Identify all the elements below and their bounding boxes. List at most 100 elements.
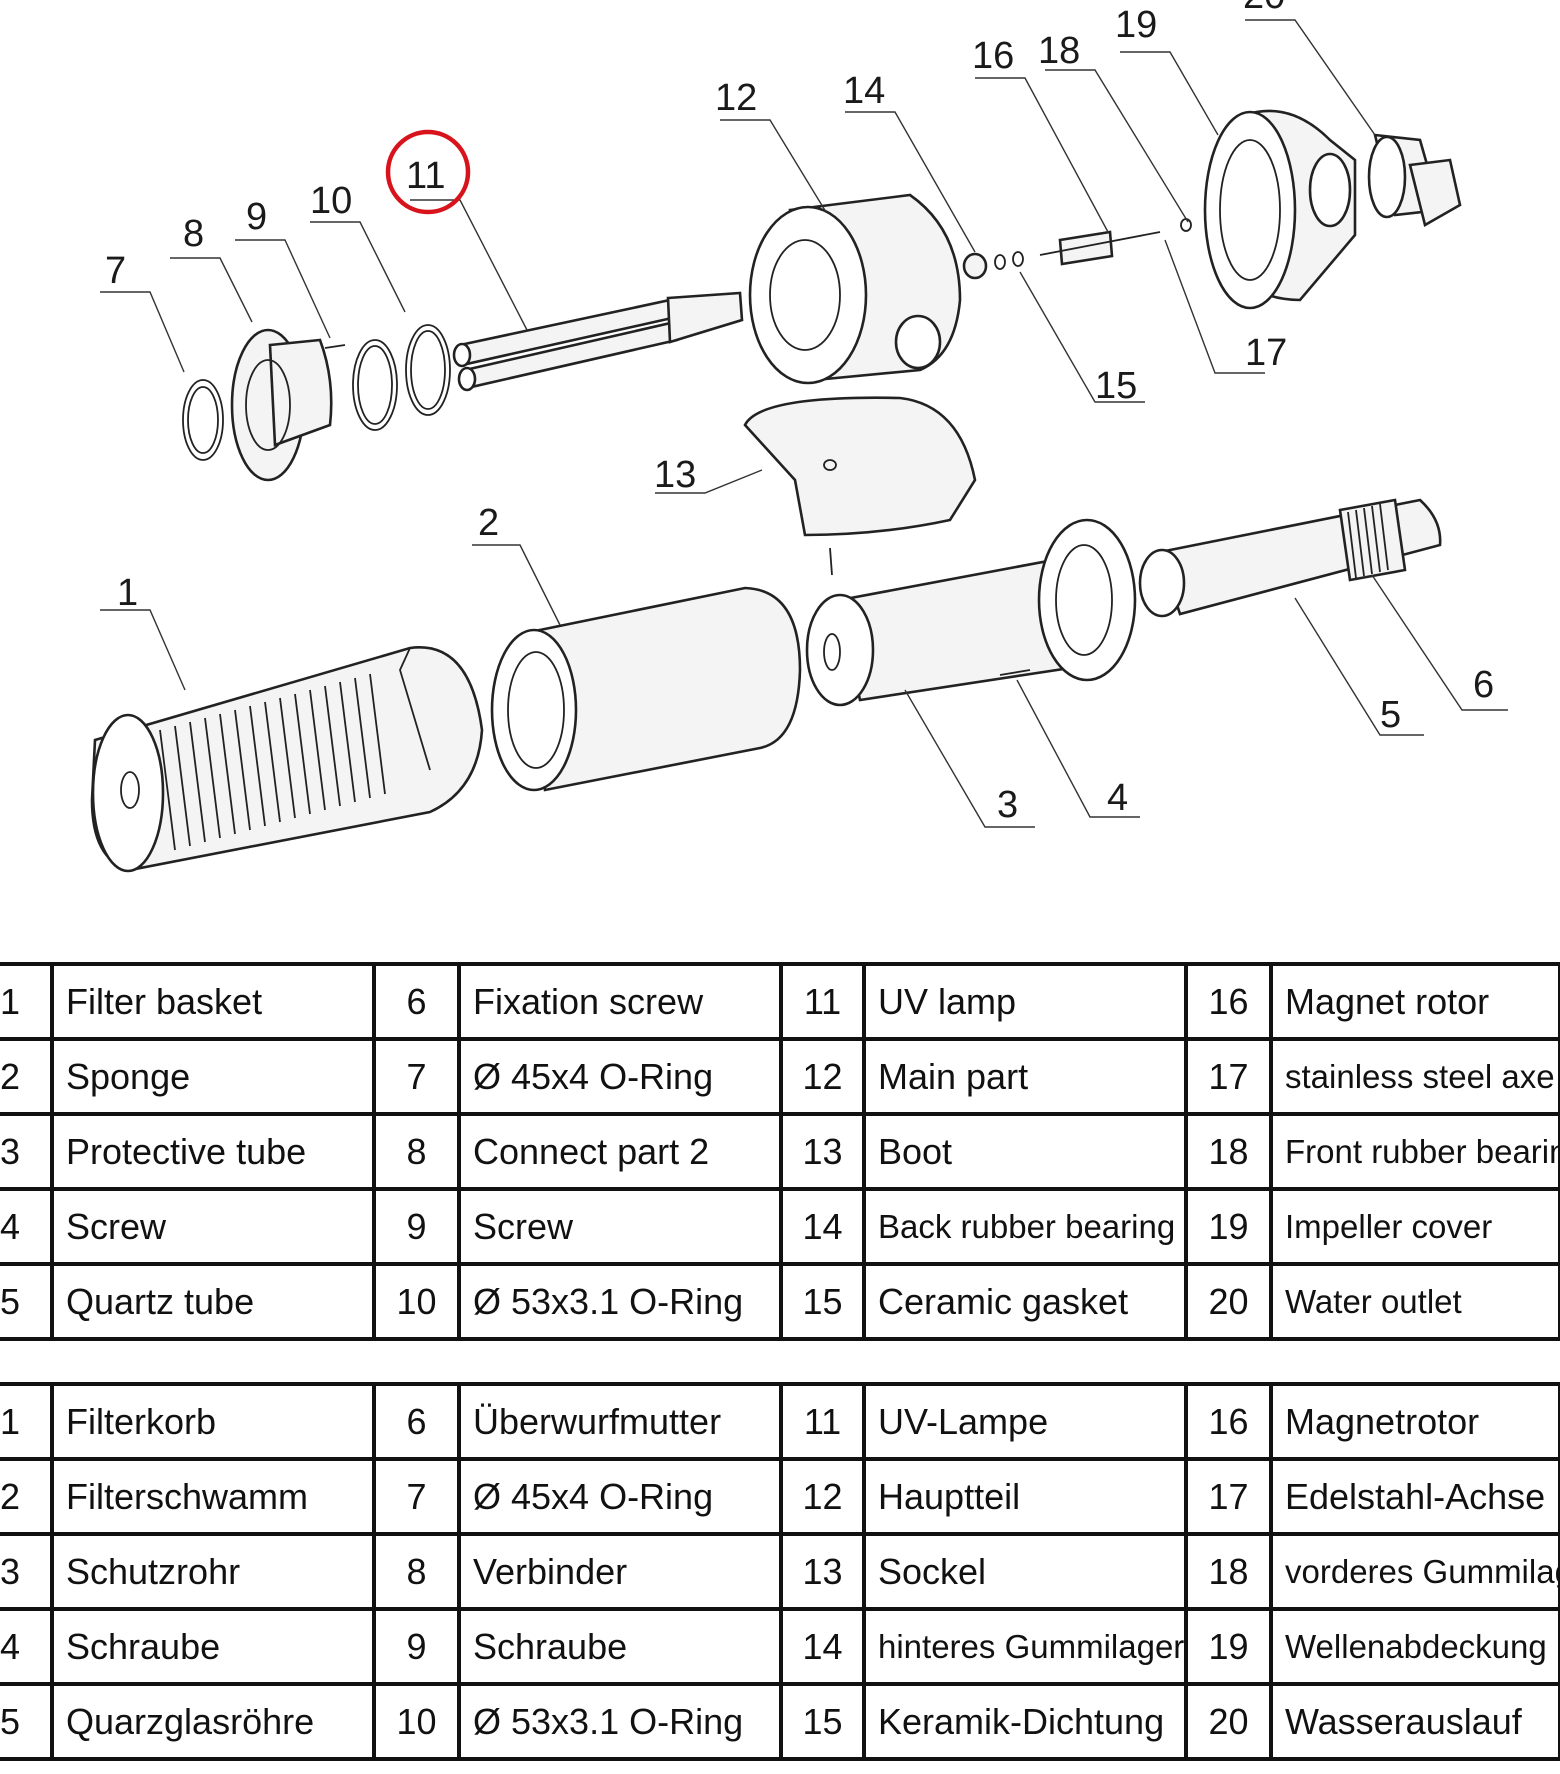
part-o-ring-45 bbox=[182, 379, 224, 461]
callout-7: 7 bbox=[105, 250, 126, 292]
part-impeller-cover bbox=[1203, 109, 1357, 310]
table-row: 1 Filter basket 6 Fixation screw 11 UV l… bbox=[0, 962, 1560, 1041]
table-row: 5 Quartz tube 10 Ø 53x3.1 O-Ring 15 Cera… bbox=[0, 1262, 1560, 1341]
part-number: 7 bbox=[372, 1457, 461, 1536]
callout-2: 2 bbox=[478, 502, 499, 544]
part-number: 3 bbox=[0, 1112, 54, 1191]
callout-12: 12 bbox=[715, 77, 757, 119]
part-name: Back rubber bearing bbox=[862, 1187, 1188, 1266]
part-screw-9 bbox=[324, 344, 346, 349]
part-uv-lamp bbox=[452, 291, 744, 392]
part-number: 15 bbox=[779, 1682, 866, 1761]
part-number: 19 bbox=[1184, 1187, 1273, 1266]
callout-3: 3 bbox=[997, 784, 1018, 826]
part-name: Wellenabdeckung bbox=[1269, 1607, 1560, 1686]
callout-20: 20 bbox=[1243, 0, 1285, 17]
part-name: Sockel bbox=[862, 1532, 1188, 1611]
callout-13: 13 bbox=[654, 454, 696, 496]
part-number: 12 bbox=[779, 1037, 866, 1116]
part-number: 10 bbox=[372, 1682, 461, 1761]
part-water-outlet bbox=[1367, 133, 1462, 227]
part-name: Boot bbox=[862, 1112, 1188, 1191]
part-number: 2 bbox=[0, 1457, 54, 1536]
table-row: 4 Screw 9 Screw 14 Back rubber bearing 1… bbox=[0, 1187, 1560, 1266]
part-name: Screw bbox=[457, 1187, 783, 1266]
part-number: 18 bbox=[1184, 1532, 1273, 1611]
part-main-part bbox=[748, 193, 962, 385]
part-number: 14 bbox=[779, 1187, 866, 1266]
part-number: 5 bbox=[0, 1262, 54, 1341]
part-name: Front rubber bearin bbox=[1269, 1112, 1560, 1191]
part-number: 5 bbox=[0, 1682, 54, 1761]
part-name: Ø 45x4 O-Ring bbox=[457, 1037, 783, 1116]
callout-19: 19 bbox=[1115, 4, 1157, 46]
callout-14: 14 bbox=[843, 70, 885, 112]
part-name: Schutzrohr bbox=[50, 1532, 376, 1611]
part-number: 6 bbox=[372, 1382, 461, 1461]
part-name: UV-Lampe bbox=[862, 1382, 1188, 1461]
part-name: Überwurfmutter bbox=[457, 1382, 783, 1461]
part-quartz-tube bbox=[1138, 498, 1442, 618]
part-name: Quarzglasröhre bbox=[50, 1682, 376, 1761]
callout-11: 11 bbox=[406, 155, 445, 197]
part-number: 4 bbox=[0, 1607, 54, 1686]
part-name: Connect part 2 bbox=[457, 1112, 783, 1191]
part-number: 19 bbox=[1184, 1607, 1273, 1686]
part-name: Filterkorb bbox=[50, 1382, 376, 1461]
part-name: Schraube bbox=[50, 1607, 376, 1686]
part-number: 8 bbox=[372, 1112, 461, 1191]
part-number: 2 bbox=[0, 1037, 54, 1116]
table-row: 2 Filterschwamm 7 Ø 45x4 O-Ring 12 Haupt… bbox=[0, 1457, 1560, 1536]
part-name: Hauptteil bbox=[862, 1457, 1188, 1536]
part-name: Magnet rotor bbox=[1269, 962, 1560, 1041]
part-name: vorderes Gummilage bbox=[1269, 1532, 1560, 1611]
part-name: Water outlet bbox=[1269, 1262, 1560, 1341]
part-name: Keramik-Dichtung bbox=[862, 1682, 1188, 1761]
table-row: 4 Schraube 9 Schraube 14 hinteres Gummil… bbox=[0, 1607, 1560, 1686]
part-o-ring-53b bbox=[405, 324, 451, 416]
callout-5: 5 bbox=[1380, 694, 1401, 736]
table-row: 3 Protective tube 8 Connect part 2 13 Bo… bbox=[0, 1112, 1560, 1191]
part-name: stainless steel axe bbox=[1269, 1037, 1560, 1116]
part-number: 11 bbox=[779, 962, 866, 1041]
part-name: Ø 53x3.1 O-Ring bbox=[457, 1262, 783, 1341]
part-name: Schraube bbox=[457, 1607, 783, 1686]
table-row: 5 Quarzglasröhre 10 Ø 53x3.1 O-Ring 15 K… bbox=[0, 1682, 1560, 1761]
callout-9: 9 bbox=[246, 196, 267, 238]
callout-6: 6 bbox=[1473, 664, 1494, 706]
part-name: Sponge bbox=[50, 1037, 376, 1116]
part-name: Wasserauslauf bbox=[1269, 1682, 1560, 1761]
part-number: 17 bbox=[1184, 1457, 1273, 1536]
callout-17: 17 bbox=[1245, 332, 1287, 374]
part-name: Impeller cover bbox=[1269, 1187, 1560, 1266]
part-number: 20 bbox=[1184, 1682, 1273, 1761]
callout-10: 10 bbox=[310, 180, 352, 222]
part-number: 10 bbox=[372, 1262, 461, 1341]
part-o-ring-53a bbox=[352, 339, 398, 431]
callout-labels: 1 2 3 4 5 6 7 8 9 10 11 12 13 14 15 16 1… bbox=[105, 0, 1494, 826]
part-name: Quartz tube bbox=[50, 1262, 376, 1341]
part-number: 15 bbox=[779, 1262, 866, 1341]
part-name: Ceramic gasket bbox=[862, 1262, 1188, 1341]
part-number: 11 bbox=[779, 1382, 866, 1461]
callout-4: 4 bbox=[1107, 777, 1128, 819]
part-number: 16 bbox=[1184, 1382, 1273, 1461]
part-number: 7 bbox=[372, 1037, 461, 1116]
part-name: Verbinder bbox=[457, 1532, 783, 1611]
part-name: Ø 45x4 O-Ring bbox=[457, 1457, 783, 1536]
part-filter-basket bbox=[90, 646, 484, 873]
callout-16: 16 bbox=[972, 35, 1014, 77]
part-protective-tube bbox=[805, 518, 1137, 707]
part-number: 16 bbox=[1184, 962, 1273, 1041]
part-number: 1 bbox=[0, 962, 54, 1041]
part-name: Edelstahl-Achse bbox=[1269, 1457, 1560, 1536]
callout-18: 18 bbox=[1038, 30, 1080, 72]
table-row: 2 Sponge 7 Ø 45x4 O-Ring 12 Main part 17… bbox=[0, 1037, 1560, 1116]
part-name: Screw bbox=[50, 1187, 376, 1266]
part-number: 20 bbox=[1184, 1262, 1273, 1341]
leader-lines bbox=[100, 19, 1508, 828]
table-row: 1 Filterkorb 6 Überwurfmutter 11 UV-Lamp… bbox=[0, 1382, 1560, 1461]
exploded-parts-diagram: 1 2 3 4 5 6 7 8 9 10 11 12 13 14 15 16 1… bbox=[90, 0, 1508, 873]
part-number: 17 bbox=[1184, 1037, 1273, 1116]
table-row: 3 Schutzrohr 8 Verbinder 13 Sockel 18 vo… bbox=[0, 1532, 1560, 1611]
